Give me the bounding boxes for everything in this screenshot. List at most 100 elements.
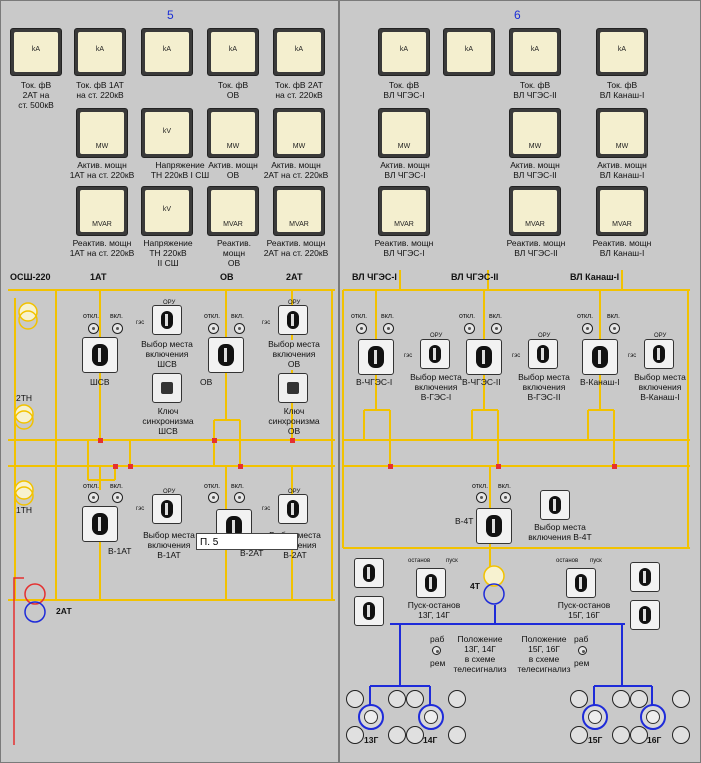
label-vybor-4t: Выбор места включения В-4Т <box>528 522 592 542</box>
aux-switch-4[interactable] <box>630 600 660 630</box>
lamp-otkl <box>356 323 367 334</box>
label-vkl: вкл. <box>231 483 244 490</box>
generator-16g[interactable] <box>640 704 666 730</box>
label-vkl: вкл. <box>381 313 394 320</box>
switch-v1at[interactable] <box>82 506 118 542</box>
switch-vchges1[interactable] <box>358 339 394 375</box>
label-vybor-ges2: Выбор места включения В-ГЭС-II <box>518 372 570 402</box>
label-otkl: откл. <box>459 313 476 320</box>
label-key-shsv: Ключ синхронизма ШСВ <box>142 406 194 436</box>
indicator-circle <box>346 726 364 744</box>
switch-vkanash[interactable] <box>582 339 618 375</box>
key-sync-ov[interactable] <box>278 373 308 403</box>
label-rab: раб <box>574 634 589 644</box>
meter-ka-2at-500: kA <box>10 28 62 76</box>
selector-pusk-13-14[interactable] <box>416 568 446 598</box>
label-polozh-15: Положение 15Г, 16Г в схеме телесигнализ <box>517 634 571 674</box>
meter-ka-ov: kA <box>207 28 259 76</box>
meter-mvar-1at: MVAR <box>76 186 128 236</box>
label-ges: гэс <box>404 353 413 359</box>
label-ges: гэс <box>262 506 271 512</box>
label-oru: ОРУ <box>430 333 443 339</box>
meter-mw-chges1: MW <box>378 108 430 158</box>
label-oru: ОРУ <box>288 489 301 495</box>
meter-label: Реактив. мощн ВЛ ЧГЭС-II <box>506 238 566 258</box>
meter-ka-1at-220: kA <box>74 28 126 76</box>
selector-v1at[interactable] <box>152 494 182 524</box>
meter-mvar-chges1: MVAR <box>378 186 430 236</box>
label-oru: ОРУ <box>654 333 667 339</box>
switch-shsv[interactable] <box>82 337 118 373</box>
toggle-rab-rem-15[interactable] <box>578 646 587 655</box>
label-rem: рем <box>574 658 590 668</box>
generator-14g[interactable] <box>418 704 444 730</box>
meter-mvar-chges2: MVAR <box>509 186 561 236</box>
switch-ov[interactable] <box>208 337 244 373</box>
label-vybor-kanash: Выбор места включения В-Канаш-I <box>634 372 686 402</box>
meter-label: Реактив. мощн 1АТ на ст. 220кВ <box>69 238 135 258</box>
label-otkl: откл. <box>83 483 100 490</box>
label-otkl: откл. <box>577 313 594 320</box>
lamp-vkl <box>500 492 511 503</box>
label-4t: 4Т <box>470 581 480 591</box>
label-vybor-shsv: Выбор места включения ШСВ <box>141 339 193 369</box>
label-pusk: пуск <box>446 558 458 564</box>
lamp-vkl <box>234 492 245 503</box>
label-vchges1: В-ЧГЭС-I <box>356 377 393 387</box>
toggle-rab-rem-13[interactable] <box>432 646 441 655</box>
switch-v4t[interactable] <box>476 508 512 544</box>
header-1at: 1АТ <box>90 272 107 282</box>
generator-15g[interactable] <box>582 704 608 730</box>
lamp-otkl <box>208 492 219 503</box>
meter-label: Актив. мощн ВЛ ЧГЭС-II <box>510 160 560 180</box>
indicator-circle <box>388 726 406 744</box>
selector-v4t[interactable] <box>540 490 570 520</box>
key-sync-shsv[interactable] <box>152 373 182 403</box>
aux-switch-2[interactable] <box>354 596 384 626</box>
lamp-otkl <box>476 492 487 503</box>
aux-switch-3[interactable] <box>630 562 660 592</box>
lamp-otkl <box>208 323 219 334</box>
label-14g: 14Г <box>423 735 438 745</box>
selector-shsv[interactable] <box>152 305 182 335</box>
selector-ges1[interactable] <box>420 339 450 369</box>
selector-ov[interactable] <box>278 305 308 335</box>
lamp-vkl <box>383 323 394 334</box>
label-shsv: ШСВ <box>90 377 110 387</box>
label-vkl: вкл. <box>607 313 620 320</box>
selector-v2at[interactable] <box>278 494 308 524</box>
meter-label: Актив. мощн 1АТ на ст. 220кВ <box>69 160 135 180</box>
meter-mw-2at: MW <box>273 108 325 158</box>
selector-kanash[interactable] <box>644 339 674 369</box>
meter-label: Актив. мощн ОВ <box>208 160 258 180</box>
label-oru: ОРУ <box>163 300 176 306</box>
label-oru: ОРУ <box>538 333 551 339</box>
meter-label: Реактив. мощн ВЛ Канаш-I <box>592 238 652 258</box>
switch-vchges2[interactable] <box>466 339 502 375</box>
label-vkl: вкл. <box>498 483 511 490</box>
lamp-vkl <box>112 323 123 334</box>
selector-ges2[interactable] <box>528 339 558 369</box>
meter-label: Ток. фВ 1АТ на ст. 220кВ <box>76 80 124 100</box>
label-ges: гэс <box>628 353 637 359</box>
aux-switch-1[interactable] <box>354 558 384 588</box>
label-vkl: вкл. <box>489 313 502 320</box>
indicator-circle <box>448 726 466 744</box>
selector-pusk-15-16[interactable] <box>566 568 596 598</box>
label-otkl: откл. <box>83 313 100 320</box>
panel-5-number: 5 <box>167 8 174 22</box>
indicator-circle <box>672 726 690 744</box>
meter-ka-chges2: kA <box>509 28 561 76</box>
indicator-circle <box>448 690 466 708</box>
label-vybor-ov: Выбор места включения ОВ <box>268 339 320 369</box>
indicator-circle <box>406 726 424 744</box>
meter-mw-ov: MW <box>207 108 259 158</box>
generator-13g[interactable] <box>358 704 384 730</box>
label-2tn: 2ТН <box>16 393 33 403</box>
label-ov-switch: ОВ <box>200 377 213 387</box>
meter-label: Напряжение ТН 220кВ II СШ <box>143 238 193 268</box>
label-1tn: 1ТН <box>16 505 33 515</box>
meter-mvar-ov: MVAR <box>207 186 259 236</box>
indicator-circle <box>406 690 424 708</box>
label-pusk-ostanov-15: Пуск-останов 15Г, 16Г <box>557 600 611 620</box>
